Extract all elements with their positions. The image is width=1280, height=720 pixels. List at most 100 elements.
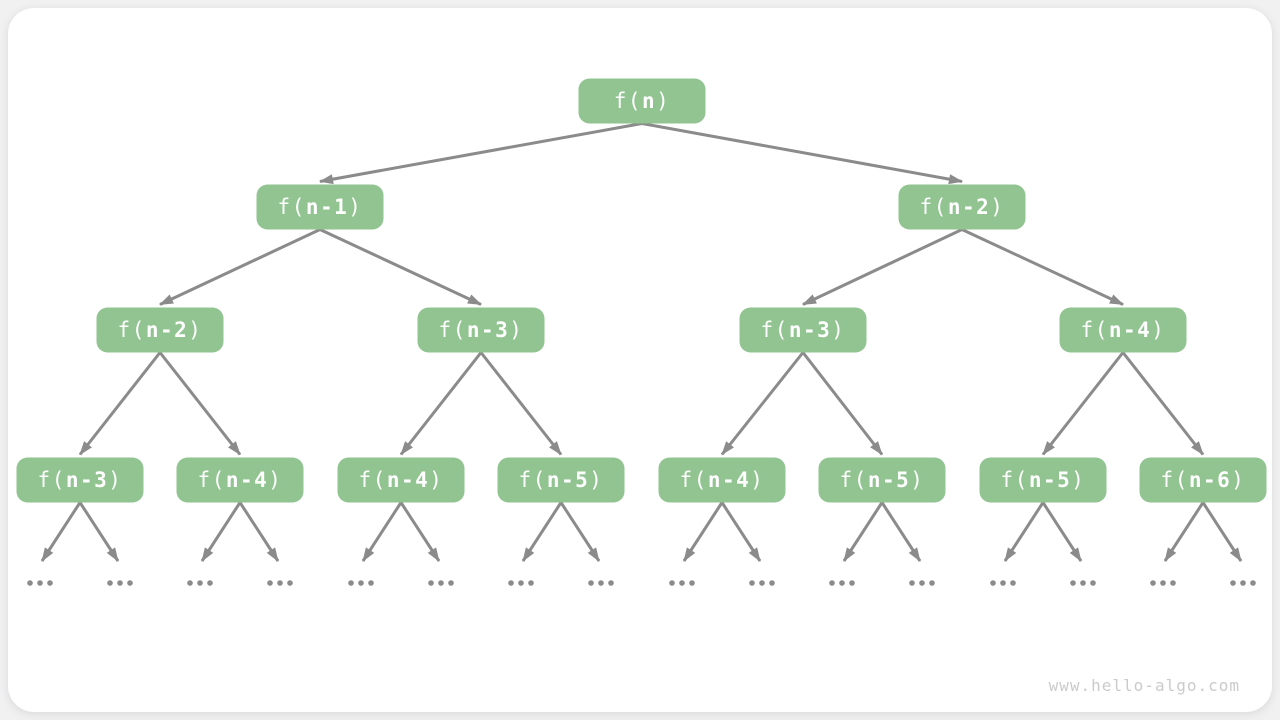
tree-node: f(n-3) — [16, 457, 144, 503]
ellipsis-dot — [669, 580, 675, 586]
tree-edge — [801, 351, 884, 456]
ellipsis-dot — [839, 580, 845, 586]
ellipsis-dot — [287, 580, 293, 586]
ellipsis-dot — [1160, 580, 1166, 586]
ellipsis-dot — [368, 580, 374, 586]
ellipsis-dot — [348, 580, 354, 586]
tree-node-box — [256, 184, 384, 230]
ellipsis-dot — [1000, 580, 1006, 586]
ellipsis-group — [27, 580, 53, 586]
tree-node-box — [176, 457, 304, 503]
tree-node-label: f(n-2) — [118, 318, 203, 342]
ellipsis-dot — [929, 580, 935, 586]
ellipsis-dot — [197, 580, 203, 586]
ellipsis-dot — [588, 580, 594, 586]
tree-edge — [1163, 501, 1205, 562]
ellipsis-group — [1150, 580, 1176, 586]
tree-edge — [399, 351, 483, 456]
ellipsis-dot — [1170, 580, 1176, 586]
ellipsis-dot — [37, 580, 43, 586]
ellipsis-group — [829, 580, 855, 586]
ellipsis-layer — [27, 580, 1256, 586]
ellipsis-dot — [769, 580, 775, 586]
tree-node-label: f(n-4) — [1081, 318, 1166, 342]
tree-edge — [1121, 351, 1205, 456]
ellipsis-dot — [117, 580, 123, 586]
tree-node-box — [417, 307, 545, 353]
tree-edge — [40, 501, 82, 562]
tree-node-box — [96, 307, 224, 353]
ellipsis-dot — [358, 580, 364, 586]
ellipsis-dot — [518, 580, 524, 586]
tree-edge — [200, 501, 242, 562]
ellipsis-dot — [107, 580, 113, 586]
tree-node-box — [979, 457, 1107, 503]
tree-edge — [78, 351, 162, 456]
ellipsis-dot — [919, 580, 925, 586]
ellipsis-group — [348, 580, 374, 586]
ellipsis-group — [909, 580, 935, 586]
ellipsis-dot — [990, 580, 996, 586]
ellipsis-dot — [1070, 580, 1076, 586]
tree-node-box — [818, 457, 946, 503]
tree-node: f(n-4) — [176, 457, 304, 503]
tree-edge — [238, 501, 280, 562]
tree-edge — [559, 501, 601, 562]
ellipsis-group — [990, 580, 1016, 586]
tree-node: f(n-2) — [96, 307, 224, 353]
tree-node: f(n-3) — [739, 307, 867, 353]
tree-edge — [319, 122, 643, 185]
ellipsis-dot — [598, 580, 604, 586]
ellipsis-dot — [1080, 580, 1086, 586]
ellipsis-group — [428, 580, 454, 586]
ellipsis-dot — [1150, 580, 1156, 586]
ellipsis-group — [588, 580, 614, 586]
tree-node: f(n-1) — [256, 184, 384, 230]
tree-node-box — [497, 457, 625, 503]
tree-node: f(n-4) — [1059, 307, 1187, 353]
tree-edge — [1041, 351, 1125, 456]
tree-edge — [479, 351, 563, 456]
tree-node: f(n-3) — [417, 307, 545, 353]
tree-node-label: f(n-2) — [920, 195, 1005, 219]
tree-node-box — [1139, 457, 1267, 503]
ellipsis-dot — [608, 580, 614, 586]
tree-edge — [399, 501, 441, 562]
tree-edge — [521, 501, 563, 562]
ellipsis-dot — [679, 580, 685, 586]
tree-node-label: f(n-3) — [439, 318, 524, 342]
ellipsis-dot — [759, 580, 765, 586]
tree-edge — [720, 501, 762, 562]
tree-edge — [720, 351, 805, 456]
ellipsis-dot — [849, 580, 855, 586]
ellipsis-dot — [27, 580, 33, 586]
tree-node-box — [337, 457, 465, 503]
ellipsis-dot — [277, 580, 283, 586]
tree-node-label: f(n-1) — [278, 195, 363, 219]
ellipsis-dot — [438, 580, 444, 586]
tree-node: f(n-6) — [1139, 457, 1267, 503]
tree-node-label: f(n-5) — [519, 468, 604, 492]
tree-edge — [361, 501, 403, 562]
tree-edge — [961, 228, 1124, 306]
tree-node-box — [578, 78, 706, 124]
tree-edge — [158, 351, 242, 456]
tree-edge — [880, 501, 922, 562]
ellipsis-dot — [1240, 580, 1246, 586]
tree-node: f(n) — [578, 78, 706, 124]
ellipsis-dot — [508, 580, 514, 586]
tree-node-box — [16, 457, 144, 503]
ellipsis-dot — [448, 580, 454, 586]
ellipsis-group — [1070, 580, 1096, 586]
tree-node-label: f(n-6) — [1161, 468, 1246, 492]
ellipsis-dot — [829, 580, 835, 586]
tree-node: f(n-4) — [337, 457, 465, 503]
tree-edge — [802, 228, 963, 306]
ellipsis-group — [267, 580, 293, 586]
tree-edge — [78, 501, 120, 562]
tree-node-box — [898, 184, 1026, 230]
ellipsis-dot — [207, 580, 213, 586]
tree-node-label: f(n-5) — [1001, 468, 1086, 492]
tree-edge — [682, 501, 724, 562]
